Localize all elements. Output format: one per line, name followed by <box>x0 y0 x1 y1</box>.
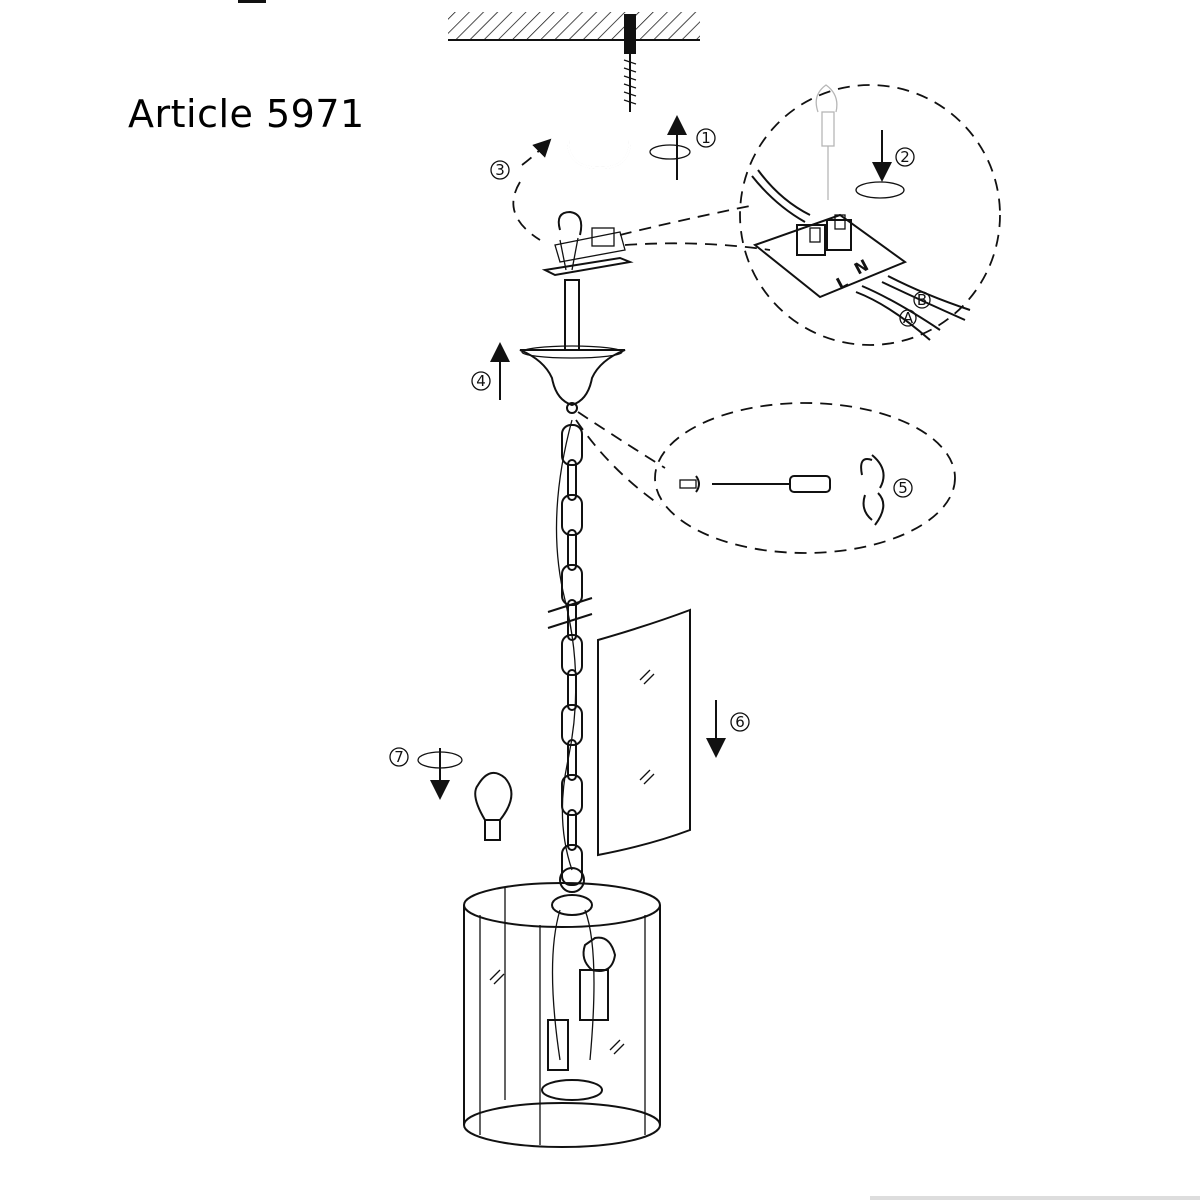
step-number: 2 <box>900 148 910 166</box>
article-title: Article 5971 <box>128 92 365 136</box>
svg-text:7: 7 <box>394 748 404 766</box>
terminal-label-neutral: N <box>851 255 872 278</box>
chain-link <box>567 529 577 571</box>
callout-leader <box>575 419 661 506</box>
canopy <box>519 279 626 414</box>
chain-link <box>567 459 577 501</box>
step-number: 5 <box>898 479 908 497</box>
chain-link <box>561 704 583 746</box>
step-3: 3 <box>490 138 552 241</box>
screw-detail-callout: 5 <box>654 402 956 554</box>
glass-panel <box>597 608 691 857</box>
step-7: 7 <box>389 747 463 800</box>
step-4: 4 <box>471 342 510 400</box>
svg-text:4: 4 <box>476 372 486 390</box>
chain-link <box>561 494 583 536</box>
chain-link <box>561 844 583 886</box>
ceiling-hook <box>566 14 637 170</box>
lantern-body <box>463 867 661 1148</box>
bottom-mark <box>870 1196 1200 1200</box>
chain-link <box>561 774 583 816</box>
mounting-bracket <box>541 210 634 277</box>
svg-text:6: 6 <box>735 713 745 731</box>
chain-link <box>561 424 583 466</box>
light-bulb <box>474 771 513 841</box>
callout-leader <box>624 242 771 251</box>
chain <box>547 424 593 886</box>
chain-link <box>567 809 577 851</box>
ceiling <box>448 12 700 41</box>
step-1: 1 <box>649 115 716 180</box>
svg-text:3: 3 <box>495 161 505 179</box>
top-mark <box>238 0 266 3</box>
callout-leader <box>577 411 666 469</box>
wire-label-a: A <box>903 309 914 327</box>
step-number: 1 <box>701 129 711 147</box>
wiring-detail-callout: L N A B 2 <box>739 84 1001 346</box>
step-6: 6 <box>706 700 750 758</box>
wire-label-b: B <box>917 291 927 309</box>
cable <box>555 419 577 871</box>
callout-leader <box>619 204 756 236</box>
